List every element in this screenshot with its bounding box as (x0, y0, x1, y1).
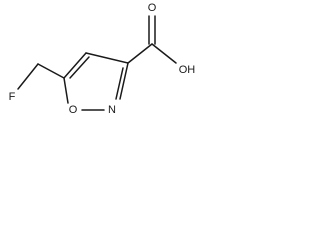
bond-c5-c4 (63, 52, 87, 79)
bond-c5-c4-double (69, 56, 90, 79)
bond-o-c5 (63, 77, 69, 104)
ring-nitrogen-label: N (108, 104, 116, 116)
bond-c3-cooh (127, 43, 153, 64)
bond-c3-n-double (115, 67, 124, 100)
bond-ch2-f (17, 63, 39, 90)
chemical-structure: F O N O OH (9, 2, 196, 116)
bond-c5-ch2 (37, 63, 65, 79)
hydroxyl-label: OH (179, 64, 196, 76)
bond-c-oh (151, 43, 177, 64)
ring-oxygen-label: O (69, 104, 78, 116)
bond-c4-c3 (85, 52, 129, 64)
carbonyl-oxygen-label: O (148, 2, 157, 14)
fluorine-label: F (9, 91, 16, 103)
bond-c3-n (119, 62, 129, 100)
